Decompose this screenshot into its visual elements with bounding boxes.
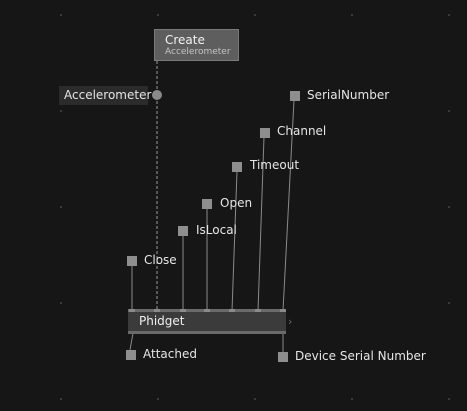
accelerometer-output-port[interactable] (152, 90, 162, 100)
create-node-subtitle: Accelerometer (165, 47, 231, 57)
chevron-right-icon: › (288, 315, 293, 328)
grid-dot (448, 398, 450, 400)
timeout-label: Timeout (250, 158, 300, 172)
grid-dot (351, 398, 353, 400)
phidget-port-open[interactable] (204, 309, 210, 312)
grid-dot (448, 302, 450, 304)
grid-dot (448, 110, 450, 112)
accelerometer-variable-node[interactable]: Accelerometer (59, 86, 151, 105)
wire-channel (257, 136, 265, 312)
phidget-output-bar (128, 331, 286, 334)
phidget-node-title: Phidget (139, 314, 185, 328)
phidget-port-timeout[interactable] (229, 309, 235, 312)
grid-dot (60, 398, 62, 400)
grid-dot (60, 302, 62, 304)
grid-dot (448, 206, 450, 208)
phidget-node[interactable]: Phidget (128, 312, 286, 332)
grid-dot (351, 14, 353, 16)
phidget-port-serialnumber[interactable] (280, 309, 286, 312)
grid-dot (60, 110, 62, 112)
channel-label: Channel (277, 124, 327, 138)
wire-serialnumber (282, 99, 295, 312)
grid-dot (157, 14, 159, 16)
islocal-label: IsLocal (196, 223, 237, 237)
islocal-input-port[interactable] (178, 226, 188, 236)
open-input-port[interactable] (202, 199, 212, 209)
attached-label: Attached (143, 347, 197, 361)
phidget-port-close[interactable] (129, 309, 135, 312)
grid-dot (157, 398, 159, 400)
phidget-port-islocal[interactable] (180, 309, 186, 312)
create-accelerometer-node[interactable]: Create Accelerometer (154, 29, 239, 61)
device-serial-number-label: Device Serial Number (295, 349, 426, 363)
close-input-port[interactable] (127, 256, 137, 266)
grid-dot (254, 398, 256, 400)
close-label: Close (144, 253, 177, 267)
device-serial-number-output-port[interactable] (278, 352, 288, 362)
wire-timeout (231, 170, 238, 312)
grid-dot (60, 14, 62, 16)
attached-output-port[interactable] (126, 350, 136, 360)
wire-attached (129, 332, 134, 351)
open-label: Open (220, 196, 253, 210)
phidget-port-channel[interactable] (255, 309, 261, 312)
channel-input-port[interactable] (260, 128, 270, 138)
grid-dot (448, 14, 450, 16)
serialnumber-label: SerialNumber (307, 88, 390, 102)
grid-dot (60, 206, 62, 208)
serialnumber-input-port[interactable] (290, 91, 300, 101)
phidget-port-create[interactable] (154, 309, 160, 312)
create-node-title: Create (165, 33, 205, 47)
grid-dot (254, 14, 256, 16)
timeout-input-port[interactable] (232, 162, 242, 172)
